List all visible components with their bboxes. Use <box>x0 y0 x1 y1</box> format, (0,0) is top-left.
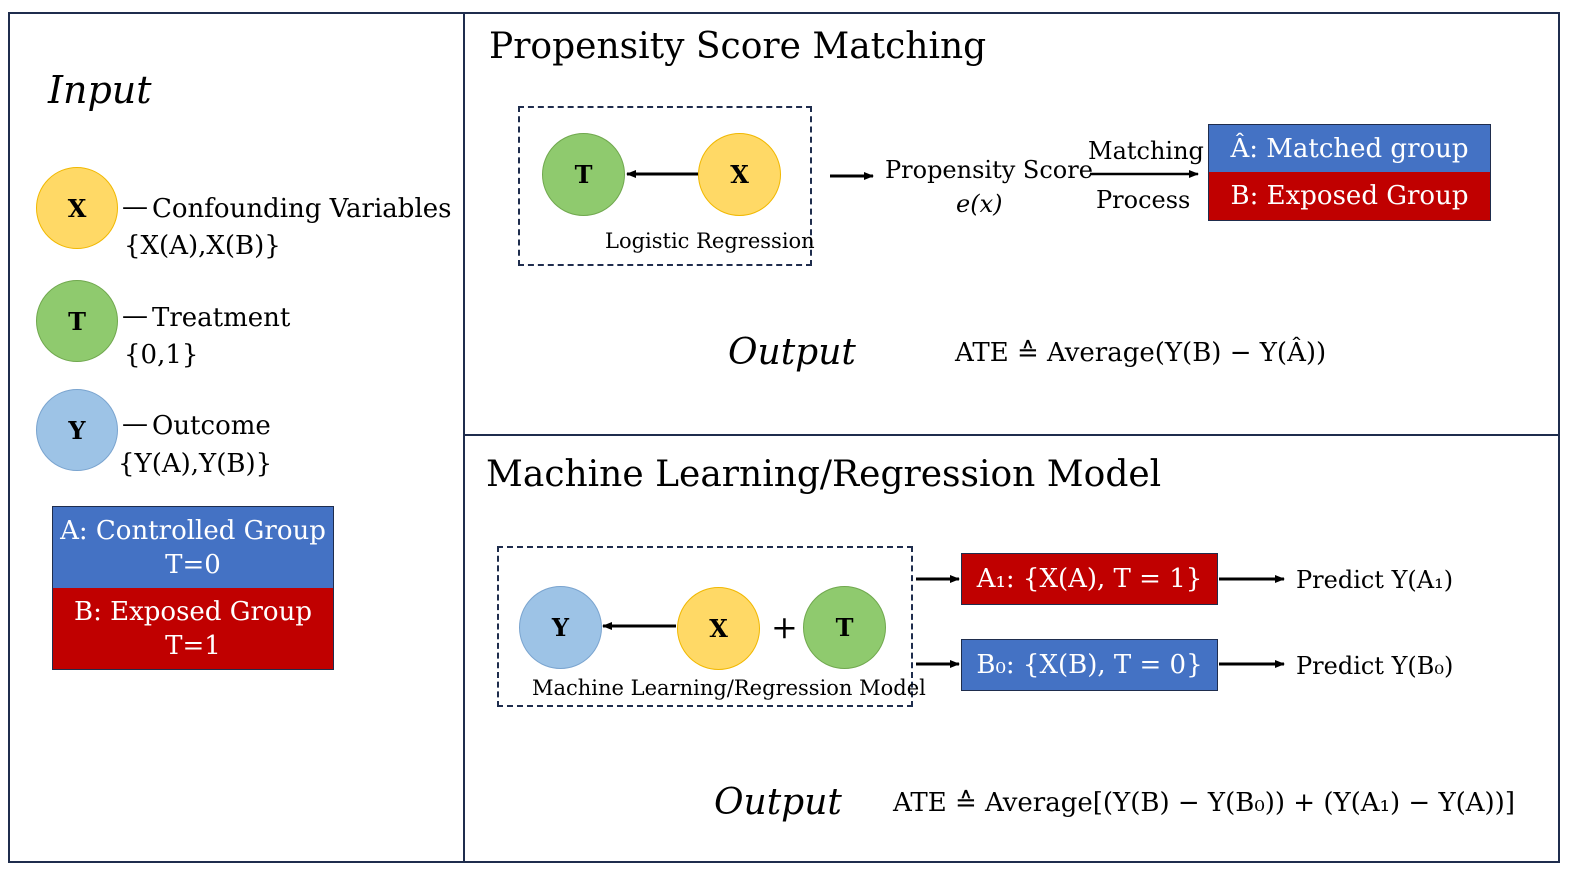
treatment-label: Treatment <box>152 303 291 333</box>
matching-label: Matching <box>1088 137 1204 165</box>
b0-box: B₀: {X(B), T = 0} <box>961 639 1218 691</box>
ml-outcome-node: Y <box>519 586 602 669</box>
outcome-label: Outcome <box>152 411 271 441</box>
confounder-node-label: X <box>67 193 87 223</box>
controlled-group-line2: T=0 <box>165 549 221 580</box>
ml-outcome-node-label: Y <box>551 613 570 642</box>
ml-title: Machine Learning/Regression Model <box>486 454 1162 495</box>
propensity-score-label: Propensity Score <box>885 156 1093 184</box>
ml-output-formula: ATE ≙ Average[(Y(B) − Y(B₀)) + (Y(A₁) − … <box>893 788 1515 818</box>
psm-confounder-node: X <box>698 133 781 216</box>
psm-exposed-group-label: B: Exposed Group <box>1230 181 1469 211</box>
psm-title: Propensity Score Matching <box>489 26 987 67</box>
treatment-dash: — <box>122 301 148 331</box>
ml-confounder-node: X <box>677 587 760 670</box>
outcome-node-label: Y <box>68 415 86 445</box>
ml-confounder-node-label: X <box>709 614 728 643</box>
psm-confounder-node-label: X <box>730 160 749 189</box>
psm-treatment-node: T <box>542 133 625 216</box>
predict-a1-label: Predict Y(A₁) <box>1296 566 1454 594</box>
outcome-node: Y <box>36 389 118 471</box>
treatment-node: T <box>36 280 118 362</box>
psm-exposed-group-box: B: Exposed Group <box>1208 172 1491 221</box>
exposed-group-line1: B: Exposed Group <box>74 596 312 627</box>
matched-group-box: Â: Matched group <box>1208 124 1491 172</box>
outcome-detail: {Y(A),Y(B)} <box>118 449 273 479</box>
predict-b0-label: Predict Y(B₀) <box>1296 652 1454 680</box>
propensity-score-formula: e(x) <box>956 190 1003 218</box>
psm-treatment-node-label: T <box>574 160 593 189</box>
a1-box: A₁: {X(A), T = 1} <box>961 553 1218 605</box>
controlled-group-line1: A: Controlled Group <box>60 515 326 546</box>
ml-treatment-node: T <box>803 586 886 669</box>
exposed-group-box: B: Exposed Group T=1 <box>52 588 334 670</box>
outcome-dash: — <box>122 409 148 439</box>
b0-box-label: B₀: {X(B), T = 0} <box>976 650 1203 680</box>
matched-group-label: Â: Matched group <box>1230 133 1469 164</box>
ml-panel <box>463 434 1560 863</box>
a1-box-label: A₁: {X(A), T = 1} <box>976 564 1203 594</box>
treatment-node-label: T <box>68 306 86 336</box>
psm-model-box <box>518 106 812 266</box>
plus-sign: + <box>771 608 798 646</box>
ml-treatment-node-label: T <box>835 613 854 642</box>
treatment-detail: {0,1} <box>124 340 199 370</box>
confounder-node: X <box>36 167 118 249</box>
process-label: Process <box>1096 186 1191 214</box>
exposed-group-line2: T=1 <box>165 630 221 661</box>
psm-output-label: Output <box>728 332 856 373</box>
ml-model-box <box>497 546 913 707</box>
input-title: Input <box>48 68 152 112</box>
controlled-group-box: A: Controlled Group T=0 <box>52 506 334 588</box>
confounder-dash: — <box>122 192 148 222</box>
confounder-detail: {X(A),X(B)} <box>124 231 281 261</box>
confounder-label: Confounding Variables <box>152 194 452 224</box>
ml-output-label: Output <box>714 782 842 823</box>
psm-output-formula: ATE ≙ Average(Y(B) − Y(Â)) <box>955 338 1327 368</box>
psm-model-label: Logistic Regression <box>605 229 815 253</box>
ml-model-label: Machine Learning/Regression Model <box>532 676 926 700</box>
